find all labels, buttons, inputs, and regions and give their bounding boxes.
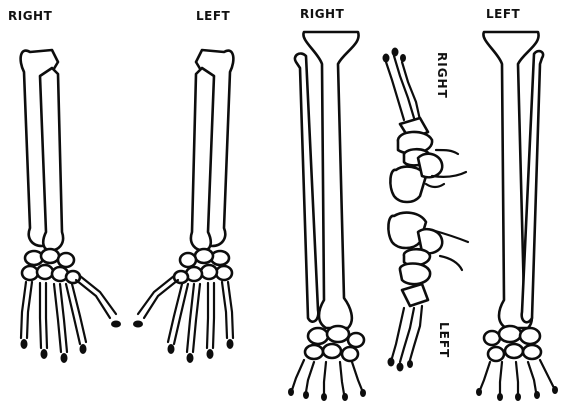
right-arm [21,50,122,363]
right-fingers [21,276,122,363]
left-tarsals [484,326,541,361]
left-carpals [174,249,232,283]
right-carpals [22,249,80,283]
right-toes [288,360,366,401]
left-fingers [133,276,234,363]
right-foot-side-view [383,48,467,203]
left-foot-side-view [388,213,469,372]
right-tarsals [305,326,364,361]
right-fibula [295,54,318,322]
left-toes [476,360,558,401]
left-leg [476,32,558,401]
left-fibula [522,51,543,322]
right-leg [288,32,366,401]
left-arm [133,50,234,363]
